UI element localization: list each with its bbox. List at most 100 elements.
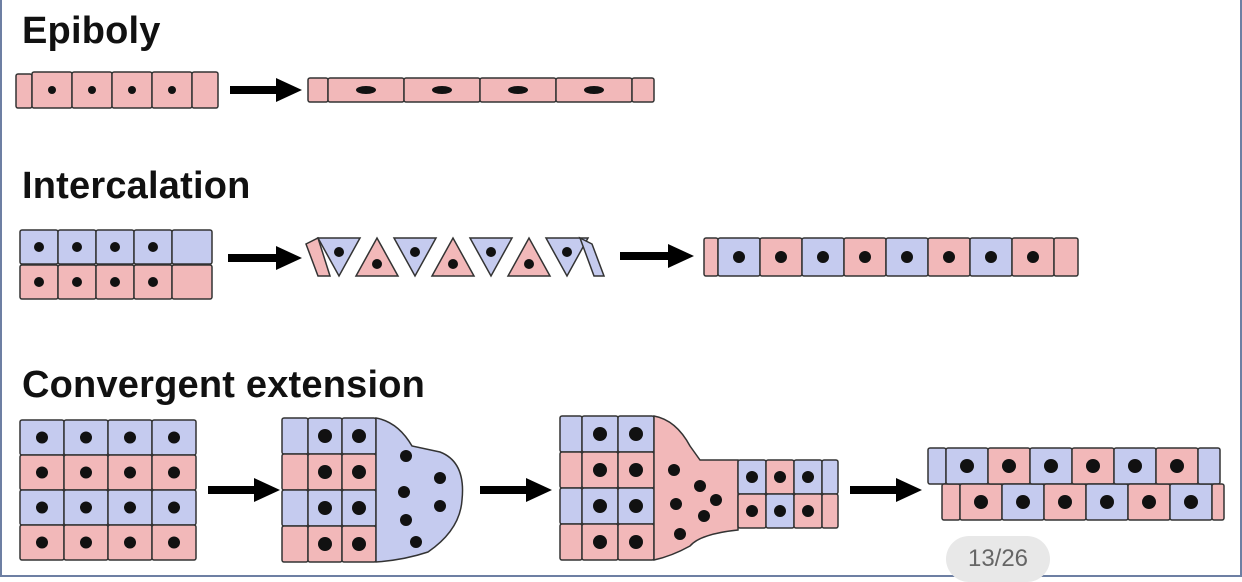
- nucleus: [802, 471, 814, 483]
- nucleus: [72, 277, 82, 287]
- cell: [307, 77, 329, 103]
- arrow-shaft: [480, 486, 530, 494]
- nucleus: [400, 514, 412, 526]
- nucleus: [410, 247, 420, 257]
- nucleus: [802, 505, 814, 517]
- nucleus: [629, 535, 643, 549]
- cell: [578, 236, 606, 277]
- nucleus: [1142, 495, 1156, 509]
- cell: [281, 417, 309, 455]
- nucleus: [352, 537, 366, 551]
- nucleus: [733, 251, 745, 263]
- cell: [941, 483, 961, 521]
- nucleus: [774, 505, 786, 517]
- nucleus: [168, 466, 180, 479]
- nucleus: [410, 536, 422, 548]
- cell: [927, 447, 947, 485]
- nucleus: [124, 501, 136, 514]
- nucleus: [124, 466, 136, 479]
- cell: [821, 493, 839, 529]
- nucleus: [710, 494, 722, 506]
- cell: [559, 415, 583, 453]
- cell: [171, 264, 213, 300]
- nucleus: [128, 86, 136, 94]
- nucleus: [1016, 495, 1030, 509]
- epiboly-diagram: [15, 71, 655, 109]
- arrow-head: [254, 478, 280, 502]
- nucleus: [448, 259, 458, 269]
- nucleus: [1027, 251, 1039, 263]
- nucleus: [34, 242, 44, 252]
- nucleus: [356, 86, 376, 94]
- nucleus: [36, 536, 48, 549]
- arrow-head: [526, 478, 552, 502]
- nucleus: [318, 465, 332, 479]
- nucleus: [698, 510, 710, 522]
- nucleus: [168, 536, 180, 549]
- arrow-head: [668, 244, 694, 268]
- cell: [559, 487, 583, 525]
- nucleus: [670, 498, 682, 510]
- nucleus: [1058, 495, 1072, 509]
- nucleus: [562, 247, 572, 257]
- nucleus: [508, 86, 528, 94]
- nucleus: [901, 251, 913, 263]
- cell: [191, 71, 219, 109]
- nucleus: [943, 251, 955, 263]
- cell: [171, 229, 213, 265]
- nucleus: [352, 429, 366, 443]
- arrow-shaft: [850, 486, 900, 494]
- nucleus: [72, 242, 82, 252]
- nucleus: [168, 501, 180, 514]
- intercalation-title: Intercalation: [22, 165, 251, 207]
- cell: [703, 237, 719, 277]
- cell: [1197, 447, 1221, 485]
- nucleus: [974, 495, 988, 509]
- nucleus: [584, 86, 604, 94]
- cell: [631, 77, 655, 103]
- cell: [281, 453, 309, 491]
- nucleus: [774, 471, 786, 483]
- nucleus: [960, 459, 974, 473]
- nucleus: [110, 277, 120, 287]
- nucleus: [334, 247, 344, 257]
- nucleus: [434, 500, 446, 512]
- nucleus: [148, 277, 158, 287]
- nucleus: [1002, 459, 1016, 473]
- nucleus: [817, 251, 829, 263]
- epiboly-title: Epiboly: [22, 10, 161, 52]
- nucleus: [1128, 459, 1142, 473]
- nucleus: [629, 463, 643, 477]
- nucleus: [1086, 459, 1100, 473]
- arrow-head: [276, 78, 302, 102]
- nucleus: [80, 466, 92, 479]
- cell: [559, 523, 583, 561]
- nucleus: [775, 251, 787, 263]
- intercalation-diagram: [19, 229, 1079, 300]
- nucleus: [486, 247, 496, 257]
- nucleus: [524, 259, 534, 269]
- nucleus: [400, 450, 412, 462]
- nucleus: [1184, 495, 1198, 509]
- arrow-head: [276, 246, 302, 270]
- nucleus: [48, 86, 56, 94]
- arrow-shaft: [620, 252, 672, 260]
- nucleus: [593, 535, 607, 549]
- nucleus: [593, 499, 607, 513]
- nucleus: [36, 431, 48, 444]
- cell: [430, 236, 476, 277]
- convergent-extension-title: Convergent extension: [22, 364, 426, 406]
- nucleus: [746, 471, 758, 483]
- nucleus: [34, 277, 44, 287]
- nucleus: [36, 466, 48, 479]
- nucleus: [629, 427, 643, 441]
- nucleus: [674, 528, 686, 540]
- nucleus: [80, 431, 92, 444]
- nucleus: [318, 429, 332, 443]
- page-indicator[interactable]: 13/26: [946, 536, 1050, 582]
- cell: [281, 525, 309, 563]
- nucleus: [80, 536, 92, 549]
- nucleus: [318, 501, 332, 515]
- nucleus: [124, 431, 136, 444]
